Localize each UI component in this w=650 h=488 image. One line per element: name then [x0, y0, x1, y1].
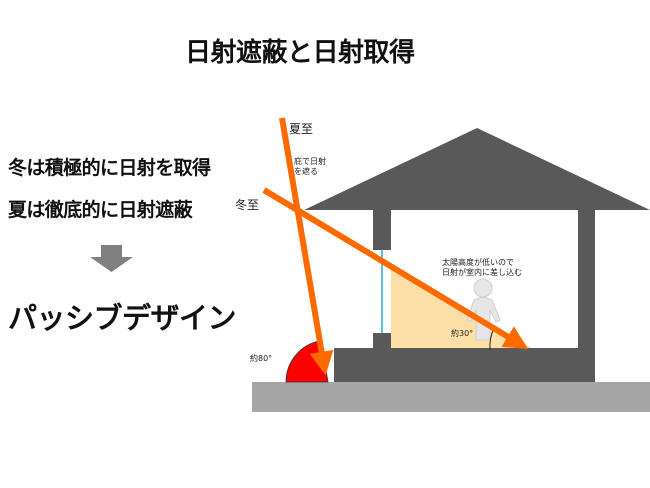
eave-note-line1: 庇で日射 [294, 156, 326, 166]
page-title: 日射遮蔽と日射取得 [185, 38, 415, 68]
house [304, 128, 650, 382]
wall-left-lower [373, 333, 391, 349]
winter-solstice-label: 冬至 [235, 197, 259, 212]
conclusion-text: パッシブデザイン [8, 301, 237, 335]
point-summer: 夏は徹底的に日射遮蔽 [8, 199, 193, 221]
wall-right [578, 209, 595, 382]
summer-solstice-label: 夏至 [289, 122, 313, 136]
floor-slab [334, 348, 595, 382]
down-arrow-icon [90, 245, 133, 272]
summer-sun-ray-arrow [279, 117, 334, 376]
interior-note-line2: 日射が室内に差し込む [442, 267, 522, 277]
interior-note-line1: 太陽高度が低いので [442, 257, 514, 267]
roof [304, 128, 650, 210]
point-winter: 冬は積極的に日射を取得 [8, 157, 211, 179]
eave-note-line2: を遮る [294, 166, 318, 176]
ground [252, 382, 650, 412]
winter-sun-ray-arrow [262, 187, 529, 349]
summer-angle-label: 約80° [250, 353, 272, 363]
wall-left-upper [373, 209, 391, 250]
winter-angle-label: 約30° [451, 328, 473, 338]
